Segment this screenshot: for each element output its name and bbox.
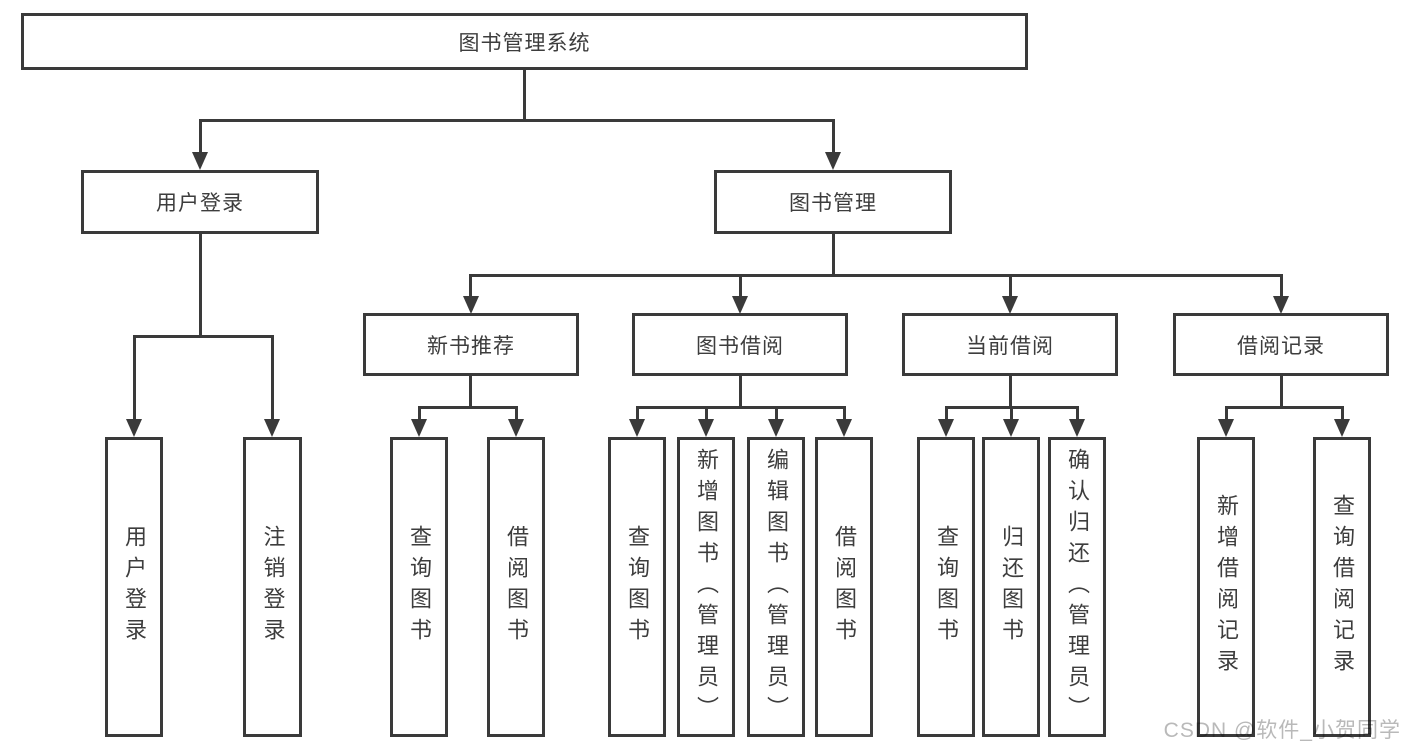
leaf-node-query-books-current: 查询图书 (917, 437, 975, 737)
connector-rail-recommend (418, 406, 518, 409)
leaf-node-return-books: 归还图书 (982, 437, 1040, 737)
arrowhead-down-icon (1069, 419, 1085, 437)
leaf-node-borrow-books: 借阅图书 (815, 437, 873, 737)
connector-stem-leaf (775, 406, 778, 420)
connector-stem-book-mgmt (832, 119, 835, 155)
arrowhead-down-icon (825, 152, 841, 170)
leaf-node-user-login: 用户登录 (105, 437, 163, 737)
connector-records-down (1280, 375, 1283, 408)
leaf-node-edit-book-admin: 编辑图书（管理员） (747, 437, 805, 737)
connector-rail-level1 (199, 119, 835, 122)
connector-rail-records (1225, 406, 1344, 409)
arrowhead-down-icon (1334, 419, 1350, 437)
connector-rail-current (945, 406, 1079, 409)
arrowhead-down-icon (1218, 419, 1234, 437)
connector-rail-borrowing (636, 406, 846, 409)
arrowhead-down-icon (1273, 296, 1289, 314)
arrowhead-down-icon (508, 419, 524, 437)
connector-stem-leaf (636, 406, 639, 420)
leaf-node-logout: 注销登录 (243, 437, 302, 737)
connector-stem-leaf (418, 406, 421, 420)
arrowhead-down-icon (1003, 419, 1019, 437)
leaf-node-borrow-books-recommend: 借阅图书 (487, 437, 545, 737)
node-borrowing-records: 借阅记录 (1173, 313, 1389, 376)
arrowhead-down-icon (938, 419, 954, 437)
connector-stem-records (1280, 274, 1283, 299)
leaf-node-add-borrow-record: 新增借阅记录 (1197, 437, 1255, 737)
leaf-node-query-borrow-record: 查询借阅记录 (1313, 437, 1371, 737)
connector-root-drop (523, 69, 526, 122)
node-book-management-branch: 图书管理 (714, 170, 952, 234)
connector-current-down (1009, 375, 1012, 408)
node-book-borrowing: 图书借阅 (632, 313, 848, 376)
arrowhead-down-icon (1002, 296, 1018, 314)
connector-stem-leaf (945, 406, 948, 420)
arrowhead-down-icon (411, 419, 427, 437)
connector-stem-leaf (1076, 406, 1079, 420)
arrowhead-down-icon (629, 419, 645, 437)
connector-stem-leaf-logout (271, 335, 274, 421)
connector-rail-level2 (469, 274, 1283, 277)
connector-stem-recommend (469, 274, 472, 299)
connector-stem-leaf (843, 406, 846, 420)
connector-stem-leaf (515, 406, 518, 420)
connector-rail-user-login (133, 335, 274, 338)
arrowhead-down-icon (126, 419, 142, 437)
connector-borrowing-down (739, 375, 742, 408)
csdn-watermark: CSDN @软件_小贺同学 (1163, 719, 1401, 742)
node-new-book-recommend: 新书推荐 (363, 313, 579, 376)
leaf-node-confirm-return-admin: 确认归还（管理员） (1048, 437, 1106, 737)
connector-recommend-down (469, 375, 472, 408)
connector-book-mgmt-down (832, 233, 835, 276)
node-current-borrowing: 当前借阅 (902, 313, 1118, 376)
arrowhead-down-icon (768, 419, 784, 437)
connector-stem-current (1009, 274, 1012, 299)
connector-stem-leaf (1225, 406, 1228, 420)
leaf-node-query-books-borrowing: 查询图书 (608, 437, 666, 737)
connector-stem-user-login (199, 119, 202, 155)
connector-stem-borrowing (739, 274, 742, 299)
connector-stem-leaf (705, 406, 708, 420)
connector-stem-leaf (1010, 406, 1013, 420)
node-user-login-branch: 用户登录 (81, 170, 319, 234)
arrowhead-down-icon (732, 296, 748, 314)
arrowhead-down-icon (698, 419, 714, 437)
leaf-node-query-books-recommend: 查询图书 (390, 437, 448, 737)
arrowhead-down-icon (463, 296, 479, 314)
connector-stem-leaf (1341, 406, 1344, 420)
arrowhead-down-icon (192, 152, 208, 170)
connector-stem-leaf-user-login (133, 335, 136, 421)
arrowhead-down-icon (264, 419, 280, 437)
connector-user-login-down (199, 233, 202, 337)
leaf-node-add-book-admin: 新增图书（管理员） (677, 437, 735, 737)
node-root-library-system: 图书管理系统 (21, 13, 1028, 70)
arrowhead-down-icon (836, 419, 852, 437)
